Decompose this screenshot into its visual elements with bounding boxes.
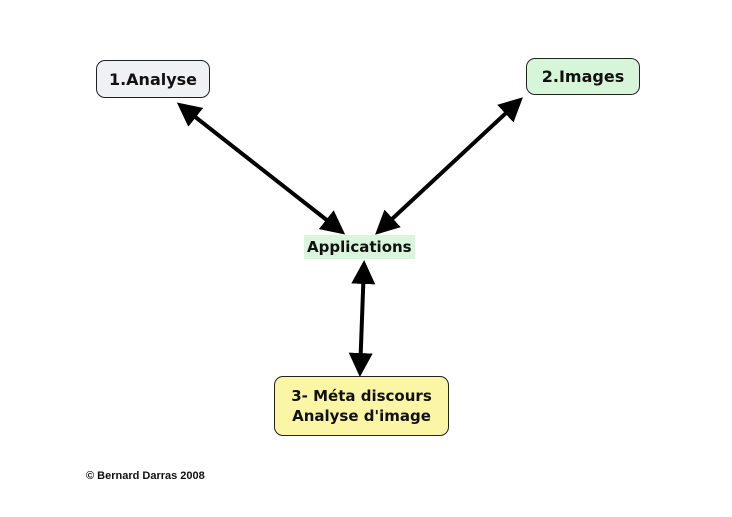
copyright-footer: © Bernard Darras 2008: [86, 470, 205, 482]
node-images: 2.Images: [526, 58, 640, 95]
node-meta-line2: Analyse d'image: [292, 407, 431, 425]
arrow-images-applications: [375, 97, 523, 235]
node-images-label: 2.Images: [541, 67, 625, 86]
applications-label: Applications: [304, 235, 415, 259]
node-analyse-label: 1.Analyse: [108, 69, 198, 89]
applications-label-text: Applications: [307, 238, 412, 256]
node-analyse: 1.Analyse: [96, 60, 210, 98]
arrow-analyse-applications: [176, 102, 346, 235]
arrow-applications-meta: [348, 260, 376, 377]
node-meta-discours: 3- Méta discours Analyse d'image: [274, 376, 449, 436]
node-meta-line1: 3- Méta discours: [291, 387, 432, 405]
